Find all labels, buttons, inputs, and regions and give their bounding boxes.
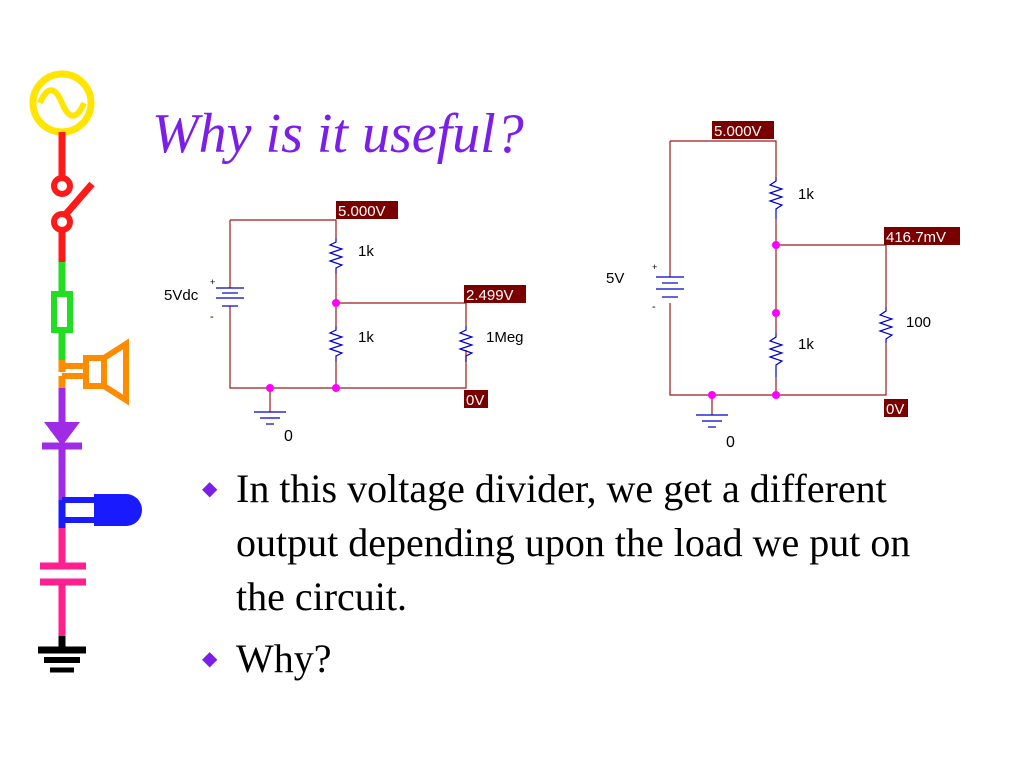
probe-top-box <box>712 121 774 139</box>
circuit-left: + - 5Vdc 1k 1k 1Meg 0 5.000V 2.499V 0V <box>164 201 526 445</box>
node-dot <box>772 241 780 249</box>
bulb-icon <box>58 494 142 528</box>
probe-mid: 2.499V <box>466 287 514 304</box>
node-dot <box>772 309 780 317</box>
node-dot <box>266 384 274 392</box>
battery-symbol <box>216 287 244 307</box>
probe-bottom-box <box>884 399 908 417</box>
resistor-top <box>328 238 344 274</box>
bullet-text: In this voltage divider, we get a differ… <box>236 466 911 619</box>
probe-top: 5.000V <box>714 123 762 140</box>
probe-mid-box <box>464 285 526 303</box>
wires <box>669 140 887 415</box>
source-label: 5V <box>606 270 624 287</box>
resistor-bottom <box>328 326 344 362</box>
ground-symbol <box>696 414 728 428</box>
bullet-item: ◆ In this voltage divider, we get a diff… <box>200 462 960 624</box>
node-dot <box>332 384 340 392</box>
bullet-list: ◆ In this voltage divider, we get a diff… <box>200 462 960 694</box>
node-dot <box>708 391 716 399</box>
switch-icon <box>51 132 95 262</box>
probe-top-box <box>336 201 398 219</box>
battery-plus: + <box>652 262 657 272</box>
diamond-bullet-icon: ◆ <box>202 648 218 670</box>
capacitor-icon <box>40 528 86 640</box>
fuse-icon <box>51 262 73 360</box>
diamond-bullet-icon: ◆ <box>202 478 218 500</box>
battery-plus: + <box>210 277 215 287</box>
resistor-load-label: 1Meg <box>486 329 524 346</box>
resistor-bottom-label: 1k <box>798 336 814 353</box>
bullet-text: Why? <box>236 636 332 681</box>
probe-bottom: 0V <box>886 401 904 418</box>
speaker-icon <box>58 338 129 406</box>
resistor-top-label: 1k <box>798 186 814 203</box>
source-label: 5Vdc <box>164 287 199 304</box>
diode-icon <box>42 388 82 500</box>
component-strip <box>29 70 142 673</box>
resistor-top <box>768 177 784 219</box>
probe-bottom-box <box>464 390 488 408</box>
ground-label: 0 <box>726 434 735 451</box>
probe-mid: 416.7mV <box>886 229 946 246</box>
resistor-load <box>878 307 894 343</box>
probe-mid-box <box>884 227 960 245</box>
node-dot <box>332 299 340 307</box>
wires <box>229 219 467 412</box>
battery-minus: - <box>652 301 656 313</box>
ac-source-icon <box>29 70 95 136</box>
resistor-load <box>458 326 474 362</box>
probe-bottom: 0V <box>466 392 484 409</box>
node-dot <box>772 391 780 399</box>
battery-symbol <box>656 276 684 298</box>
resistor-bottom <box>768 333 784 377</box>
battery-minus: - <box>210 311 214 323</box>
resistor-load-label: 100 <box>906 314 931 331</box>
resistor-bottom-label: 1k <box>358 329 374 346</box>
ground-symbol <box>254 411 286 425</box>
circuit-right: + - 5V 1k 1k 100 0 5.000V 416.7mV 0V <box>606 121 960 451</box>
ground-icon <box>38 636 86 673</box>
bullet-item: ◆ Why? <box>200 632 960 686</box>
resistor-top-label: 1k <box>358 243 374 260</box>
slide-title: Why is it useful? <box>152 103 524 165</box>
ground-label: 0 <box>284 428 293 445</box>
probe-top: 5.000V <box>338 203 386 220</box>
